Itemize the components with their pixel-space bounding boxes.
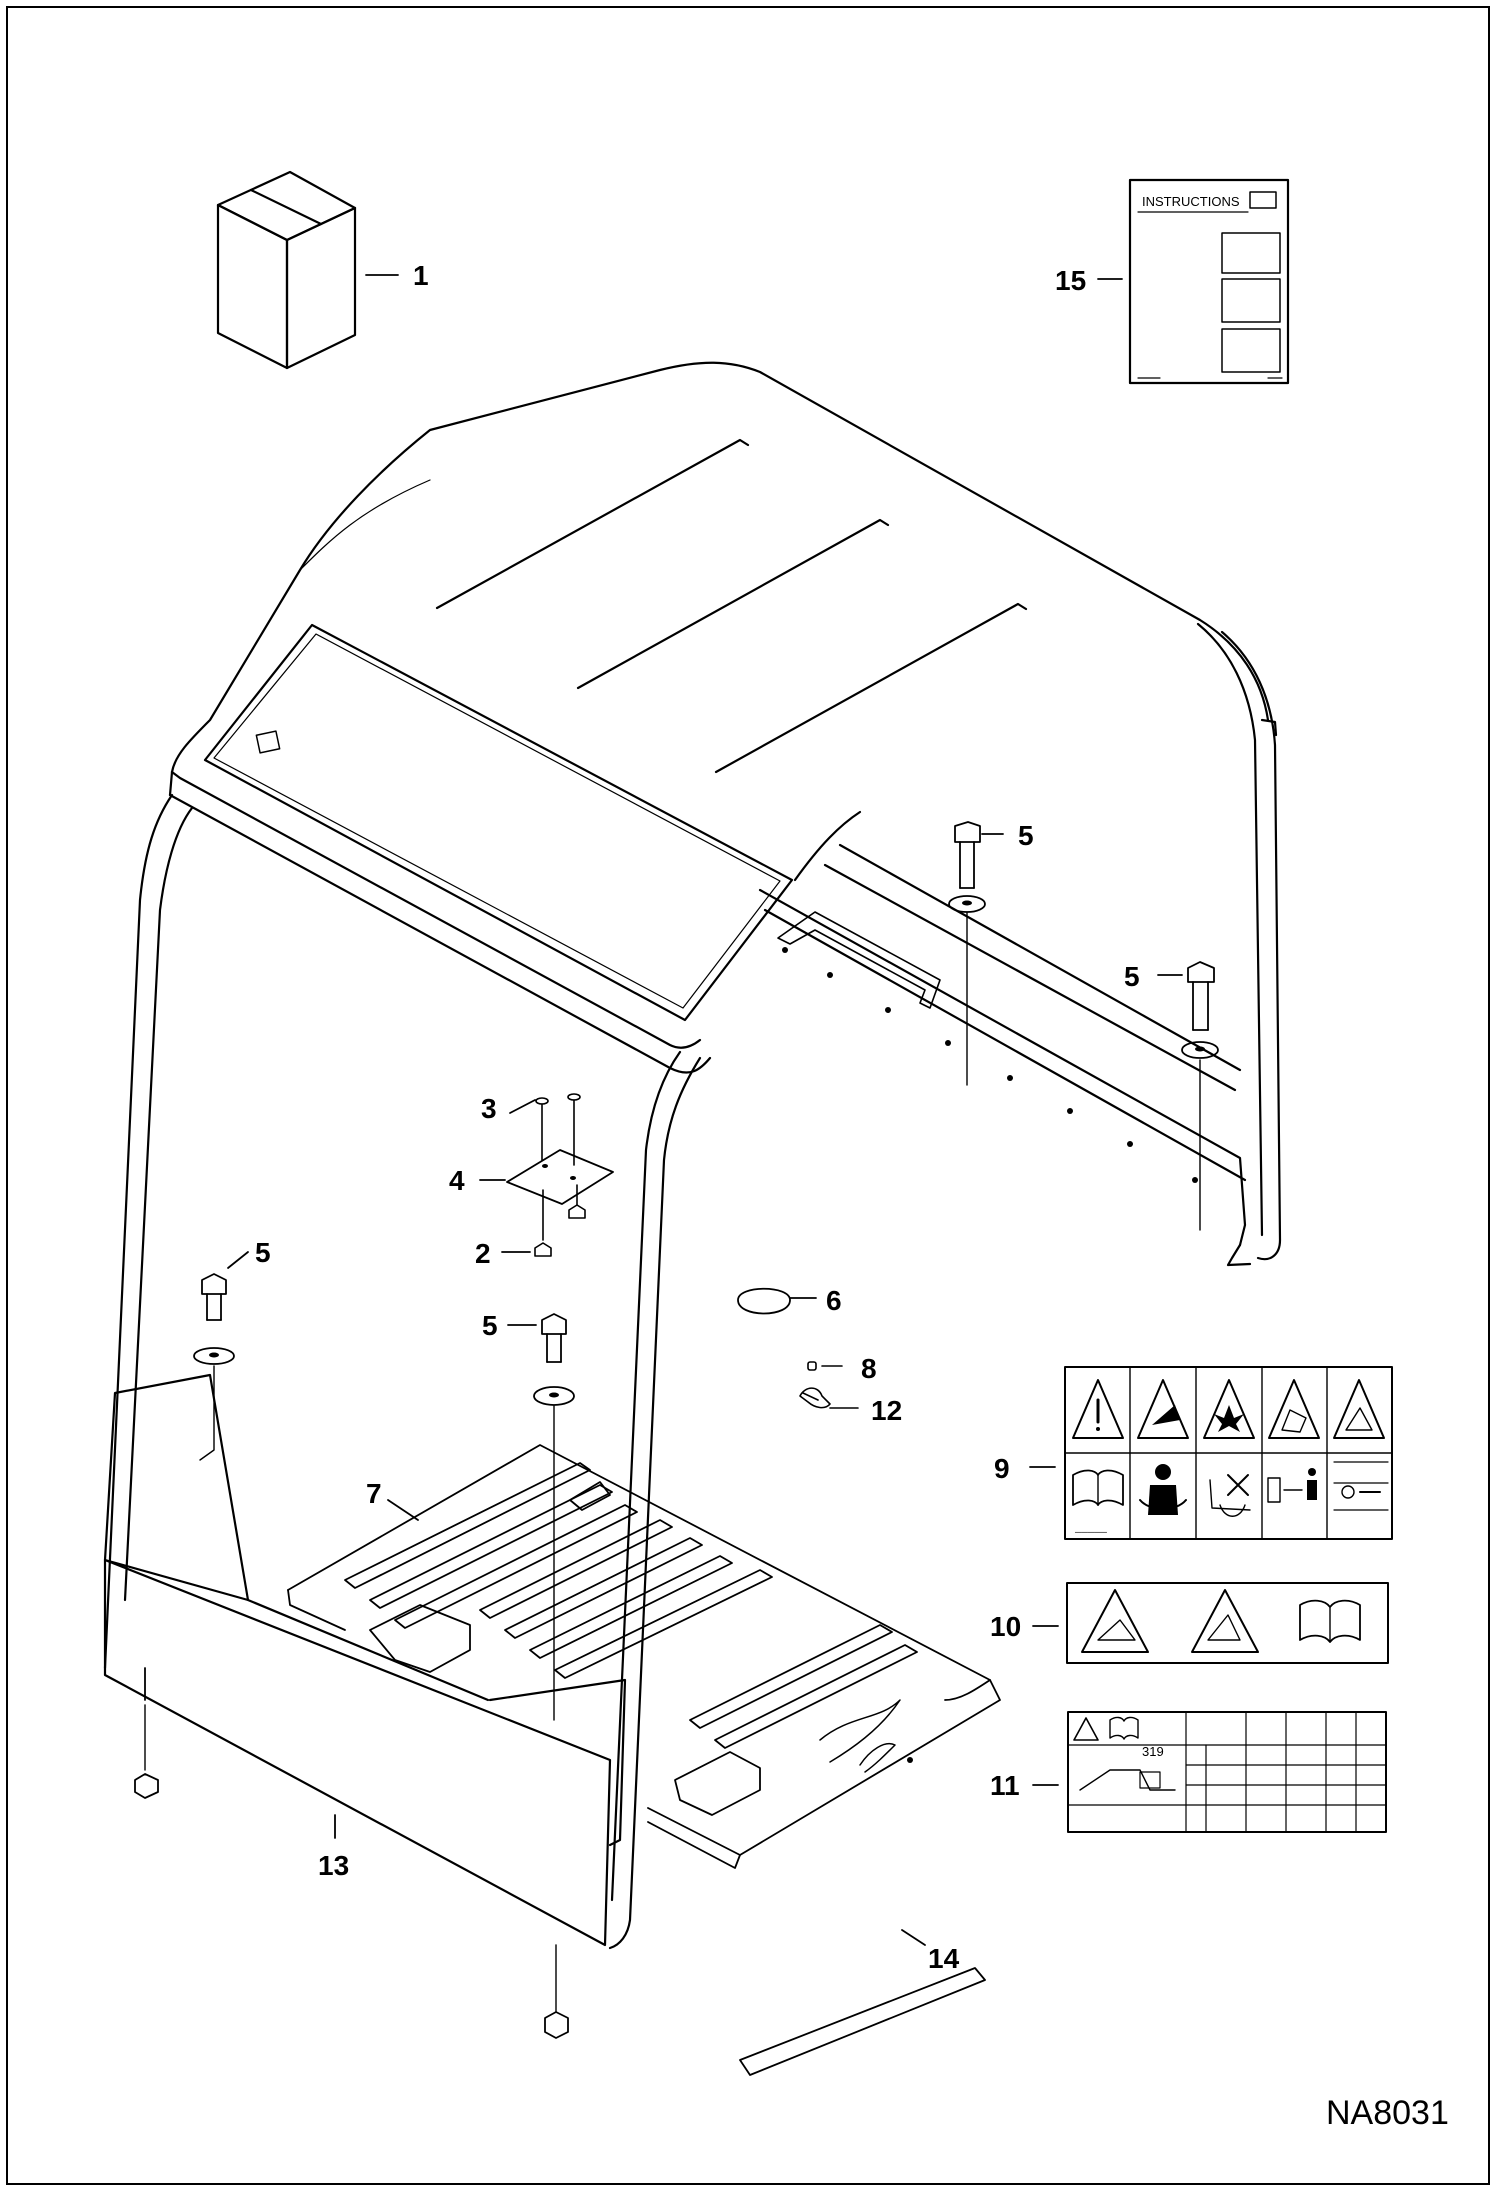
part-2-nuts <box>534 1184 586 1257</box>
part-10-decal <box>1066 1582 1389 1664</box>
callout-leaders <box>227 274 1183 1946</box>
callout-4: 4 <box>449 1165 465 1196</box>
callout-5-rear-right: 5 <box>1124 961 1140 992</box>
decal-11-model-number: 319 <box>1142 1744 1164 1759</box>
callout-12: 12 <box>871 1395 902 1426</box>
part-6-plug <box>737 1287 817 1315</box>
callout-14: 14 <box>928 1943 960 1974</box>
drawing-id: NA8031 <box>1326 2094 1449 2132</box>
callout-5-center: 5 <box>482 1310 498 1341</box>
canopy-frame <box>103 361 1282 1950</box>
part-5-bolt-left <box>193 1273 235 1461</box>
callout-2: 2 <box>475 1238 491 1269</box>
part-5-bolt-rear-right <box>1181 961 1219 1231</box>
part-14-strip <box>739 1967 986 2076</box>
instructions-title: INSTRUCTIONS <box>1142 194 1240 209</box>
callout-3: 3 <box>481 1093 497 1124</box>
callout-labels: 1 15 5 5 3 4 2 5 5 6 8 12 7 9 10 11 13 1… <box>255 260 1140 1974</box>
callout-6: 6 <box>826 1285 842 1316</box>
part-7-floor-mat <box>287 1444 1001 1869</box>
rear-bar-holes <box>782 947 1198 1183</box>
callout-7: 7 <box>366 1478 382 1509</box>
part-12-clip <box>799 1387 859 1409</box>
part-5-bolt-center <box>533 1313 575 1721</box>
panel-13-nuts <box>134 1667 569 2039</box>
callout-9: 9 <box>994 1453 1010 1484</box>
callout-8: 8 <box>861 1353 877 1384</box>
svg-text:─────: ───── <box>1074 1527 1108 1537</box>
part-11-decal: 319 <box>1067 1711 1387 1833</box>
callout-1: 1 <box>413 260 429 291</box>
callout-11: 11 <box>990 1770 1020 1801</box>
callout-10: 10 <box>990 1611 1021 1642</box>
callout-5-upper-right: 5 <box>1018 820 1034 851</box>
part-5-bolt-upper-right <box>948 821 986 1086</box>
drawing-border <box>6 6 1490 2185</box>
part-9-decal: ───── <box>1064 1366 1393 1540</box>
part-8-fitting <box>807 1361 843 1371</box>
part-3-screws <box>535 1093 581 1166</box>
callout-15: 15 <box>1055 265 1086 296</box>
part-1-box <box>216 170 357 370</box>
part-4-plate <box>506 1149 614 1205</box>
callout-5-left: 5 <box>255 1237 271 1268</box>
part-15-instructions-sheet <box>1128 178 1290 385</box>
callout-13: 13 <box>318 1850 349 1881</box>
